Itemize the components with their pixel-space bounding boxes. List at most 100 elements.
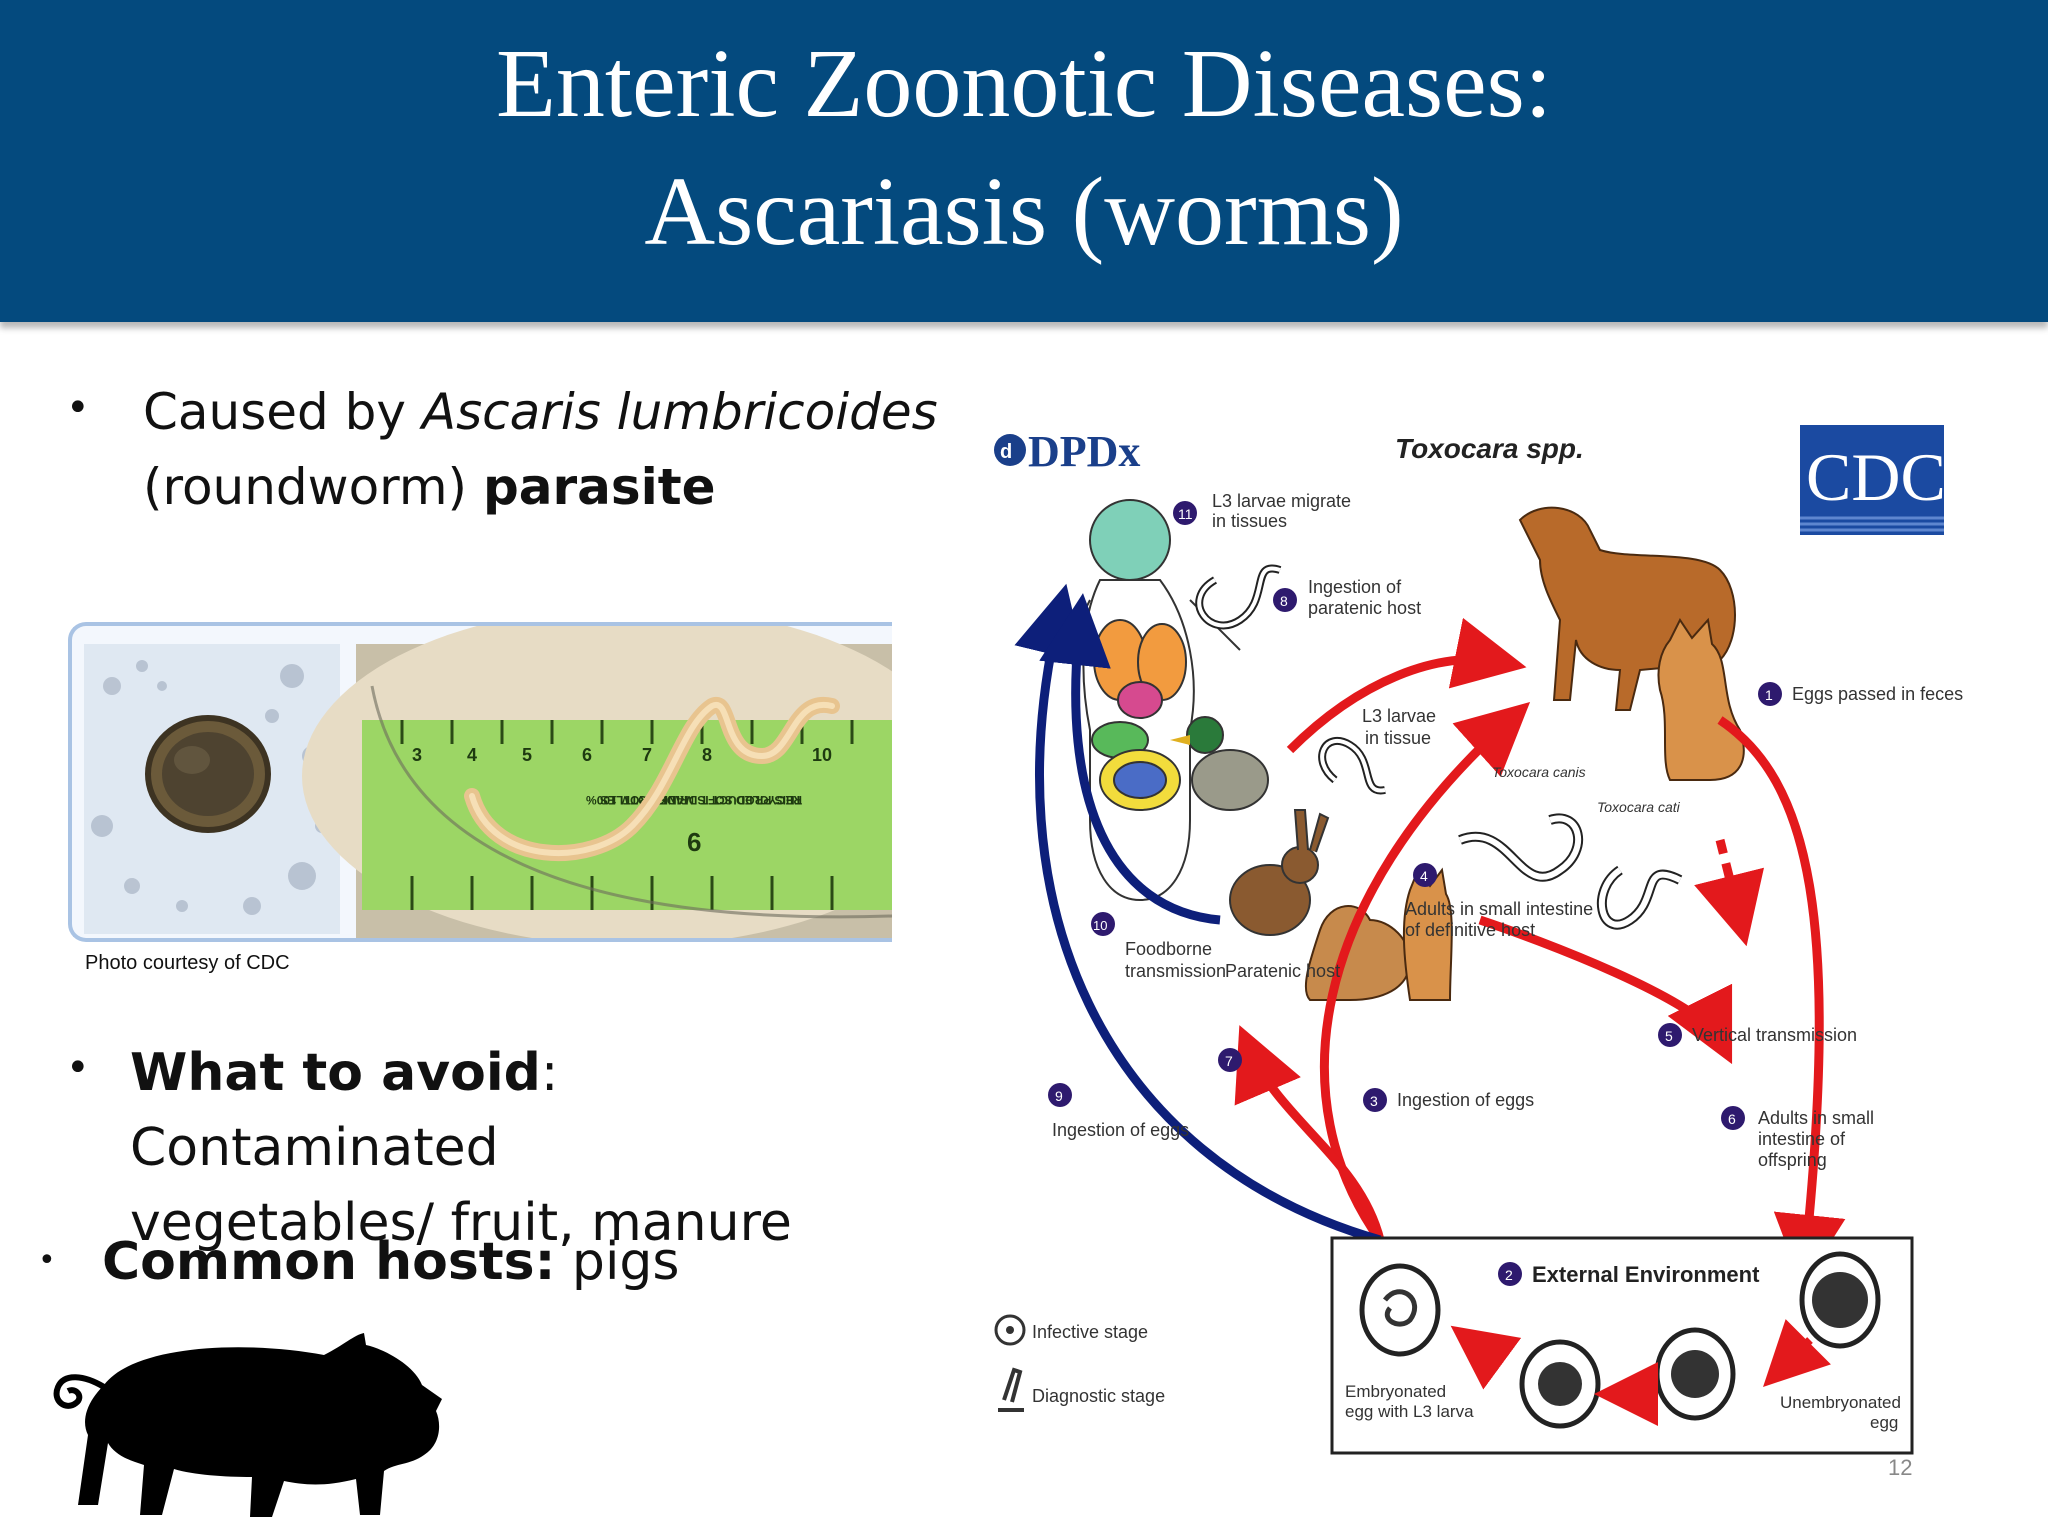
step-5-text: Vertical transmission (1692, 1025, 1857, 1045)
arrow-vertical-transmission (1478, 915, 1733, 1065)
diagram-title: Toxocara spp. (1395, 433, 1584, 464)
arrow-dashed-vertical (1694, 838, 1765, 947)
bullet-cause-prefix: Caused by (143, 383, 422, 441)
svg-text:6: 6 (1728, 1111, 1736, 1127)
cdc-logo: CDC (1800, 425, 1946, 535)
title-line-2: Ascariasis (worms) (644, 158, 1404, 266)
svg-text:4: 4 (1420, 868, 1428, 884)
svg-text:2: 2 (1505, 1267, 1513, 1283)
step-11-text: L3 larvae migrate (1212, 491, 1351, 511)
bullet-hosts-label: Common hosts: (102, 1232, 556, 1292)
ruler-number: 6 (582, 745, 592, 765)
svg-text:11: 11 (1178, 506, 1193, 522)
bullet-avoid-line2: vegetables/ fruit, manure (130, 1193, 792, 1253)
bullet-hosts-text: pigs (555, 1232, 680, 1292)
step-badge-7: 7 (1218, 1048, 1242, 1072)
step-8-text: Ingestion of (1308, 577, 1402, 597)
kitten-illustration (1402, 867, 1453, 1001)
slide-header: Enteric Zoonotic Diseases: Ascariasis (w… (0, 0, 2048, 322)
svg-text:CDC: CDC (1806, 439, 1946, 515)
arrow-ingestion-eggs-paratenic (1234, 1025, 1385, 1242)
unembryonated-label: Unembryonated (1780, 1393, 1901, 1412)
ruler-text: RECYCLED SOFT DRINK BOTTLES (600, 793, 802, 807)
title-line-1: Enteric Zoonotic Diseases: (496, 30, 1552, 138)
step-10-text: Foodborne (1125, 939, 1212, 959)
step-badge-10: 10 (1091, 912, 1115, 936)
step-10-text: transmission (1125, 961, 1226, 981)
duck-illustration (1170, 716, 1269, 811)
legend-infective: Infective stage (1032, 1322, 1148, 1342)
svg-text:3: 3 (1370, 1093, 1378, 1109)
photo-caption: Photo courtesy of CDC (85, 952, 290, 974)
legend-diagnostic: Diagnostic stage (1032, 1386, 1165, 1406)
bullet-dot-2: • (66, 1045, 90, 1091)
svg-text:9: 9 (1055, 1088, 1063, 1104)
l3-tissue-label: L3 larvae (1362, 706, 1436, 726)
l3-larva-worm (1195, 564, 1282, 630)
ruler-number: 6 (687, 827, 701, 857)
svg-text:1: 1 (1765, 687, 1773, 703)
step-badge-4: 4 (1413, 863, 1437, 887)
arrow-ingestion-paratenic (1286, 617, 1527, 754)
external-environment-box: 2 External Environment Embryonated egg w… (1330, 1236, 1914, 1455)
svg-text:DPDx: DPDx (1028, 427, 1140, 476)
photo-images: 3 4 5 6 7 8 9 10 6 THIS PRODUCT IS MADE … (84, 626, 892, 938)
pig-silhouette-icon (53, 1333, 442, 1517)
step-6-text: Adults in small (1758, 1108, 1874, 1128)
ruler-number: 4 (467, 745, 477, 765)
slide-title: Enteric Zoonotic Diseases: Ascariasis (w… (0, 20, 2048, 276)
step-badge-5: 5 (1658, 1023, 1682, 1047)
toxocara-cati-label: Toxocara cati (1597, 799, 1681, 815)
bullet-avoid-text: : Contaminated (130, 1043, 559, 1178)
svg-text:d: d (1000, 441, 1012, 463)
ruler-number: 8 (702, 745, 712, 765)
page-number: 12 (1888, 1455, 1913, 1480)
step-3-text: Ingestion of eggs (1397, 1090, 1534, 1110)
photo-frame: 3 4 5 6 7 8 9 10 6 THIS PRODUCT IS MADE … (68, 622, 892, 942)
diagram-legend: Infective stage Diagnostic stage (994, 1314, 1165, 1412)
biohazard-icon (994, 1314, 1026, 1346)
step-1-text: Eggs passed in feces (1792, 684, 1963, 704)
adult-worms (1458, 813, 1683, 930)
cat-illustration (1657, 617, 1745, 781)
step-2-text: External Environment (1532, 1262, 1760, 1287)
arrow-foodborne-transmission (1039, 593, 1221, 925)
bullet-dot-1: • (66, 385, 90, 431)
arrow-eggs-to-environment (1717, 716, 1846, 1287)
ruler-text: THIS PRODUCT IS MADE FROM 100% (586, 793, 802, 807)
step-badge-9: 9 (1048, 1083, 1072, 1107)
blue-arrows (1014, 583, 1382, 1245)
embryonated-label: Embryonated (1345, 1382, 1446, 1401)
svg-text:7: 7 (1225, 1053, 1233, 1069)
paratenic-host-label: Paratenic host (1225, 961, 1340, 981)
step-8-text: paratenic host (1308, 598, 1421, 618)
step-badge-8: 8 (1273, 588, 1297, 612)
step-badge-2: 2 (1498, 1262, 1522, 1286)
l3-tissue-label: in tissue (1365, 728, 1431, 748)
bullet-cause: Caused by Ascaris lumbricoides (roundwor… (143, 375, 943, 525)
svg-text:10: 10 (1093, 918, 1107, 933)
bullet-cause-parasite: parasite (482, 458, 716, 516)
bullet-dot-3: • (38, 1243, 56, 1278)
bullet-cause-roundworm: (roundworm) (143, 458, 483, 516)
dpdx-logo: d DPDx (994, 427, 1140, 476)
ruler-number: 10 (812, 745, 832, 765)
red-arrows (1234, 617, 1846, 1287)
step-4-text: of definitive host (1405, 920, 1535, 940)
step-11-text: in tissues (1212, 511, 1287, 531)
step-6-text: offspring (1758, 1150, 1827, 1170)
bullet-avoid: What to avoid: Contaminated vegetables/ … (130, 1036, 910, 1261)
arrow-ingestion-eggs-human (1014, 583, 1382, 1245)
step-4-text: Adults in small intestine (1405, 899, 1593, 919)
step-badge-3: 3 (1363, 1088, 1387, 1112)
bullet-cause-species: Ascaris lumbricoides (421, 383, 938, 441)
step-6-text: intestine of (1758, 1129, 1846, 1149)
embryonated-label: egg with L3 larva (1345, 1402, 1474, 1421)
microscope-icon (998, 1367, 1024, 1412)
ruler-number: 5 (522, 745, 532, 765)
step-badge-1: 1 (1758, 682, 1782, 706)
step-9-text: Ingestion of eggs (1052, 1120, 1189, 1140)
toxocara-lifecycle-diagram: d DPDx Toxocara spp. CDC (994, 425, 1963, 1455)
toxocara-canis-label: Toxocara canis (1492, 764, 1586, 780)
bullet-hosts: Common hosts: pigs (102, 1225, 680, 1300)
